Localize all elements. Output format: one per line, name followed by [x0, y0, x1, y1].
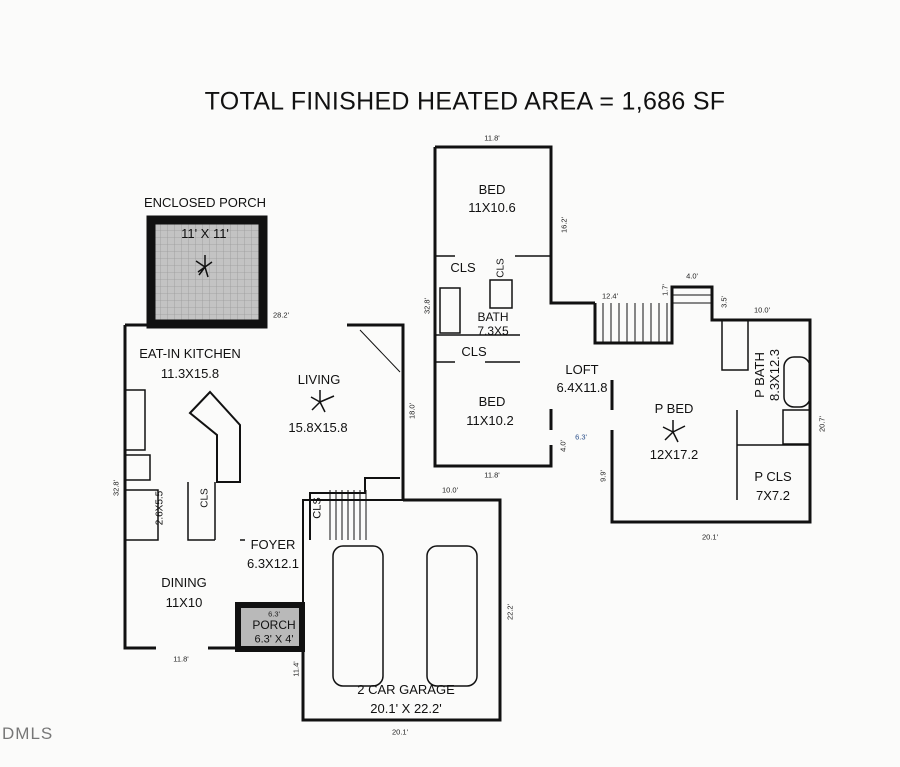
garage-size: 20.1' X 22.2'	[370, 701, 442, 717]
closet-label: CLS	[450, 260, 476, 276]
dimension: 11.8'	[484, 470, 500, 480]
dimension: 11.8'	[173, 654, 189, 664]
dimension: 9.9'	[598, 470, 608, 482]
dimension: 32.8'	[111, 479, 121, 497]
pcls-size: 7X7.2	[756, 488, 790, 504]
dimension: 20.1'	[701, 532, 719, 542]
dimension: 4.0'	[558, 440, 568, 452]
dimension: 12.4'	[601, 291, 619, 301]
car-2	[426, 545, 478, 687]
dimension: 20.7'	[817, 415, 827, 433]
enclosed-porch-name: ENCLOSED PORCH	[143, 195, 267, 211]
bed2-size: 11X10.2	[466, 413, 514, 429]
foyer-size: 6.3X12.1	[246, 556, 300, 572]
pcls-name: P CLS	[754, 469, 792, 485]
foyer-name: FOYER	[250, 537, 296, 553]
dimension: 6.3'	[575, 432, 587, 442]
garage-name: 2 CAR GARAGE	[357, 682, 455, 698]
kitchen-name: EAT-IN KITCHEN	[139, 346, 241, 362]
bath-name: BATH	[477, 309, 509, 324]
dimension: 22.2'	[505, 603, 515, 621]
dimension: 11.4'	[291, 661, 301, 677]
kitchen-size: 11.3X15.8	[160, 366, 220, 382]
first-floor-walls	[123, 323, 405, 650]
pbed-name: P BED	[654, 401, 694, 417]
laundry-size: 2.6X5.5	[154, 490, 166, 526]
garage-walls	[301, 498, 502, 722]
dimension: 6.3'	[268, 609, 280, 619]
dimension: 28.2'	[272, 310, 290, 320]
dining-size: 11X10	[165, 595, 203, 611]
enclosed-porch-walls	[146, 215, 268, 329]
car-1	[332, 545, 384, 687]
bed1-size: 11X10.6	[468, 200, 516, 216]
closet-label: CLS	[461, 344, 487, 360]
dimension: 1.7'	[660, 284, 670, 296]
porch-size: 6.3' X 4'	[254, 633, 294, 646]
upper-bed-walls	[433, 145, 595, 468]
bath-size: 7.3X5	[477, 323, 509, 338]
ceiling-fan-icons	[195, 255, 686, 443]
dining-name: DINING	[161, 575, 207, 591]
pbath-size: 8.3X12.3	[767, 348, 783, 402]
loft-name: LOFT	[565, 362, 599, 378]
closet-label: CLS	[495, 258, 507, 278]
porch-name: PORCH	[252, 617, 296, 632]
dimension: 4.0'	[686, 271, 698, 281]
watermark-logo: DMLS	[2, 724, 54, 743]
closet-label: CLS	[199, 488, 211, 508]
loft-size: 6.4X11.8	[556, 380, 608, 396]
dimension: 20.1'	[391, 727, 409, 737]
dimension: 3.5'	[719, 296, 729, 308]
dimension: 10.0'	[753, 305, 771, 315]
pbed-size: 12X17.2	[649, 447, 699, 463]
page-title: TOTAL FINISHED HEATED AREA = 1,686 SF	[204, 87, 726, 116]
dimension: 16.2'	[559, 216, 569, 234]
dimension: 11.8'	[484, 133, 500, 143]
front-porch	[235, 602, 305, 652]
dimension: 18.0'	[407, 402, 417, 420]
enclosed-porch-size: 11' X 11'	[181, 226, 229, 242]
bed1-name: BED	[478, 182, 506, 198]
living-name: LIVING	[297, 372, 341, 388]
living-size: 15.8X15.8	[288, 420, 348, 436]
dimension: 32.8'	[422, 297, 432, 315]
dimension: 10.0'	[441, 485, 459, 495]
closet-label: CLS	[311, 497, 324, 519]
bed2-name: BED	[478, 394, 506, 410]
